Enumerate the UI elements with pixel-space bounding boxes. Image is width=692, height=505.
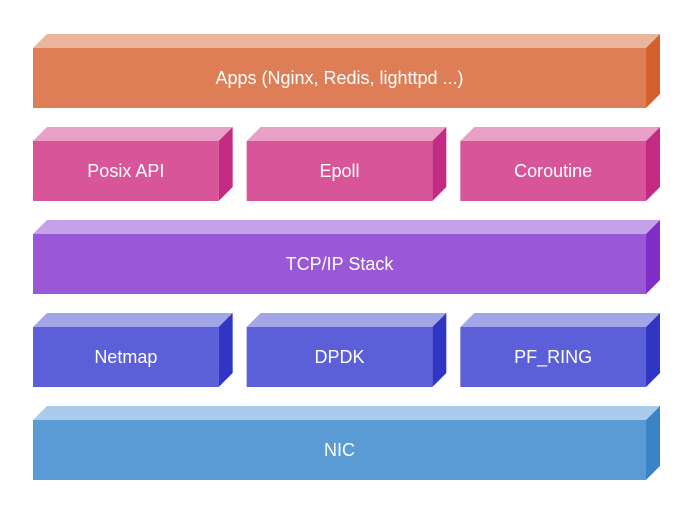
block-top-face [33,313,233,327]
block-side-face [646,313,660,387]
block-top-face [33,406,660,420]
block-top-face [460,313,660,327]
block-front-face [246,141,433,201]
block-top-face [460,127,660,141]
block-side-face [646,220,660,294]
block-front-face [33,234,646,294]
block-label-apps: Apps (Nginx, Redis, lighttpd ...) [215,68,463,88]
block-posix-api: Posix API [33,127,233,201]
block-epoll: Epoll [246,127,447,201]
block-nic: NIC [33,406,660,480]
block-side-face [646,406,660,480]
block-front-face [33,420,646,480]
block-pf-ring: PF_RING [460,313,660,387]
block-side-face [432,127,447,201]
block-label-dpdk: DPDK [314,347,364,367]
block-tcp-ip-stack: TCP/IP Stack [33,220,660,294]
layer-stack: TCP/IP Stack [33,220,660,294]
block-front-face [33,48,646,108]
block-dpdk: DPDK [246,313,447,387]
block-side-face [218,127,233,201]
block-side-face [218,313,233,387]
block-front-face [460,141,646,201]
block-front-face [246,327,433,387]
layer-apps: Apps (Nginx, Redis, lighttpd ...) [33,34,660,108]
layer-nic: NIC [33,406,660,480]
block-netmap: Netmap [33,313,233,387]
layer-api: Posix API Epoll Coroutine [33,127,660,201]
block-coroutine: Coroutine [460,127,660,201]
block-side-face [432,313,447,387]
block-side-face [646,34,660,108]
block-label-nic: NIC [324,440,355,460]
block-side-face [646,127,660,201]
block-label-posix-api: Posix API [87,161,164,181]
layer-io: Netmap DPDK PF_RING [33,313,660,387]
block-top-face [246,127,447,141]
block-label-pf-ring: PF_RING [514,347,592,368]
block-front-face [460,327,646,387]
block-front-face [33,141,219,201]
block-top-face [33,127,233,141]
block-front-face [33,327,219,387]
block-label-tcp-ip-stack: TCP/IP Stack [286,254,395,274]
block-label-coroutine: Coroutine [514,161,592,181]
block-apps: Apps (Nginx, Redis, lighttpd ...) [33,34,660,108]
block-label-epoll: Epoll [319,161,359,181]
block-top-face [246,313,447,327]
block-label-netmap: Netmap [94,347,157,367]
block-top-face [33,220,660,234]
block-top-face [33,34,660,48]
